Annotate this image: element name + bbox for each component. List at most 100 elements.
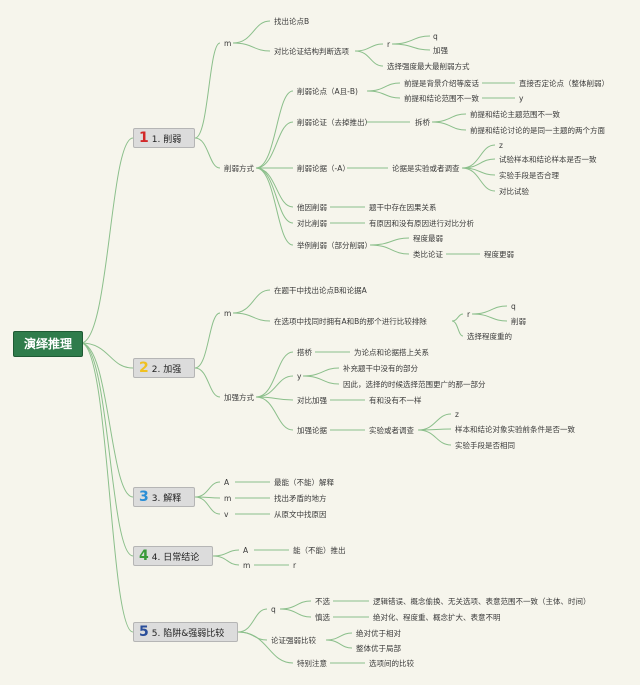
b1-w1a1: 直接否定论点（整体削弱） <box>519 79 609 88</box>
connector-18 <box>255 167 294 246</box>
connector-3 <box>80 342 134 557</box>
branch-traps: 5 5. 陷阱&强弱比较 <box>133 622 238 642</box>
connector-5 <box>194 42 221 139</box>
connector-7 <box>232 20 271 44</box>
b1-w2: 削弱论证（去掉推出） <box>297 118 372 127</box>
number-5: 5 <box>139 624 149 640</box>
b1-w3a3: 实验手段是否合理 <box>499 171 559 180</box>
b1-w3a1: z <box>499 141 503 150</box>
b5-s1: 选项间的比较 <box>369 659 414 668</box>
connector-73 <box>325 632 353 641</box>
b3-a: A <box>224 478 230 487</box>
connector-33 <box>369 237 410 246</box>
connector-69 <box>279 600 312 610</box>
branch-strengthen-label: 2. 加强 <box>151 364 182 375</box>
connector-53 <box>417 413 452 431</box>
b2-w3a: 有和没有不一样 <box>369 396 422 405</box>
b3-v: v <box>224 510 229 519</box>
connector-34 <box>369 244 410 255</box>
b1-w1: 削弱论点（A且-B) <box>297 87 358 96</box>
connector-30 <box>461 167 496 192</box>
b1-ways: 削弱方式 <box>224 164 254 173</box>
connector-45 <box>255 375 294 398</box>
connector-12 <box>391 43 431 51</box>
branch-weaken: 1 1. 削弱 <box>133 128 195 148</box>
b5-s: 特别注意 <box>297 659 327 668</box>
b2-q: q <box>511 302 516 311</box>
b3-m: m <box>224 494 232 503</box>
b1-w2a: 拆桥 <box>415 118 430 127</box>
connector-0 <box>80 137 134 344</box>
connector-14 <box>255 121 294 169</box>
branch-traps-label: 5. 陷阱&强弱比较 <box>151 628 225 639</box>
connector-44 <box>255 351 294 398</box>
b2-w2b: 因此，选择的时候选择范围更广的那一部分 <box>343 380 486 389</box>
b4-a: A <box>243 546 249 555</box>
branch-weaken-label: 1. 削弱 <box>151 134 182 145</box>
b1-q: q <box>433 32 438 41</box>
connector-55 <box>417 429 452 446</box>
connector-39 <box>232 312 271 322</box>
b2-r: r <box>467 310 471 319</box>
b3-v1: 从原文中找原因 <box>274 510 327 519</box>
b2-find: 在题干中找出论点B和论据A <box>274 286 367 295</box>
connector-1 <box>80 342 134 369</box>
b2-weaken: 削弱 <box>511 317 526 326</box>
b1-w5: 对比削弱 <box>297 219 327 228</box>
connector-68 <box>237 631 294 664</box>
b1-w4a: 题干中存在因果关系 <box>369 203 437 212</box>
b1-w5a: 有原因和没有原因进行对比分析 <box>369 219 474 228</box>
b2-w2: y <box>297 372 302 381</box>
b1-w3a2: 试验样本和结论样本是否一致 <box>499 155 597 164</box>
b5-q2: 慎选 <box>315 613 330 622</box>
b1-w4: 他因削弱 <box>297 203 327 212</box>
connector-6 <box>194 137 221 169</box>
connector-56 <box>194 481 221 498</box>
b1-w3: 削弱论据（-A） <box>297 164 350 173</box>
b2-w4a1: z <box>455 410 459 419</box>
connector-13 <box>255 90 294 169</box>
connector-58 <box>194 496 221 515</box>
b1-w6b1: 程度更弱 <box>484 250 514 259</box>
number-2: 2 <box>139 360 149 376</box>
b1-strengthen: 加强 <box>433 46 448 55</box>
connector-41 <box>451 320 464 337</box>
connector-40 <box>451 313 464 322</box>
connector-8 <box>232 42 271 52</box>
b1-w2a1: 前提和结论主题范围不一致 <box>470 110 560 119</box>
root-node: 演绎推理 <box>13 331 83 357</box>
connector-20 <box>366 90 401 99</box>
b1-r: r <box>387 40 391 49</box>
b5-q1a: 逻辑错误、概念偷换、无关选项、表意范围不一致（主体、时间） <box>373 597 591 606</box>
connector-17 <box>255 167 294 224</box>
number-4: 4 <box>139 548 149 564</box>
connector-49 <box>302 367 340 377</box>
b5-q: q <box>271 605 276 614</box>
number-3: 3 <box>139 489 149 505</box>
branch-strengthen: 2 2. 加强 <box>133 358 195 378</box>
connector-38 <box>232 289 271 314</box>
b1-w1b: 前提和结论范围不一致 <box>404 94 479 103</box>
b5-q2a: 绝对化、程度重、概念扩大、表意不明 <box>373 613 501 622</box>
connector-28 <box>461 158 496 169</box>
b5-c: 论证强弱比较 <box>271 636 316 645</box>
b2-choose: 选择程度重的 <box>467 332 512 341</box>
branch-daily-conclusion: 4 4. 日常结论 <box>133 546 213 566</box>
b2-compare: 在选项中找同时拥有A和B的那个进行比较排除 <box>274 317 427 326</box>
b4-m: m <box>243 561 251 570</box>
connector-47 <box>255 396 294 431</box>
connector-63 <box>212 555 240 566</box>
b2-w1a: 为论点和论据搭上关系 <box>354 348 429 357</box>
b1-w6b: 类比论证 <box>413 250 443 259</box>
connector-42 <box>471 305 508 315</box>
connector-74 <box>325 639 353 649</box>
connector-50 <box>302 375 340 385</box>
connector-11 <box>391 35 431 45</box>
b2-w4a: 实验或者调查 <box>369 426 414 435</box>
connector-46 <box>255 396 294 401</box>
b2-w2a: 补充题干中没有的部分 <box>343 364 418 373</box>
b1-w3a4: 对比试验 <box>499 187 529 196</box>
number-1: 1 <box>139 130 149 146</box>
connector-2 <box>80 342 134 498</box>
